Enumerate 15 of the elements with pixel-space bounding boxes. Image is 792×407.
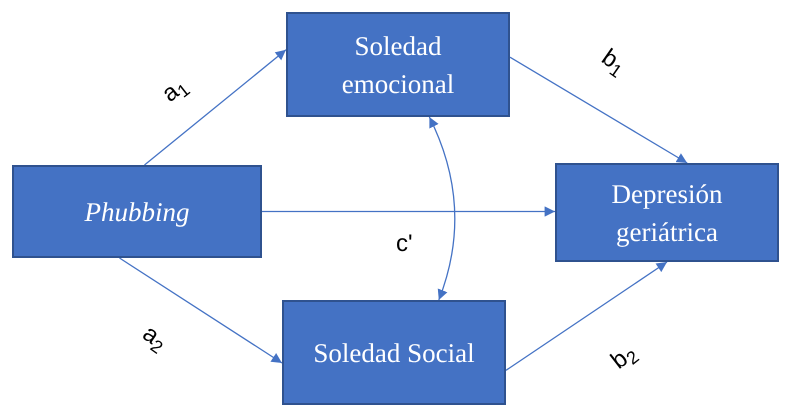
- arrow: [144, 49, 286, 166]
- arrow: [506, 261, 668, 371]
- arrow: [262, 206, 555, 217]
- arrow: [119, 257, 282, 364]
- process-box: [286, 12, 510, 117]
- box-label: Soledad Social: [313, 336, 475, 370]
- process-box: [555, 163, 779, 262]
- box-label: Depresión geriátrica: [610, 178, 724, 249]
- box-label: Phubbing: [84, 196, 190, 229]
- process-box: [282, 300, 506, 405]
- arrow: [428, 116, 456, 300]
- box-label: Soledad emocional: [340, 30, 456, 100]
- edge-label: c': [396, 232, 413, 256]
- arrow: [510, 56, 688, 164]
- process-box: [12, 165, 262, 258]
